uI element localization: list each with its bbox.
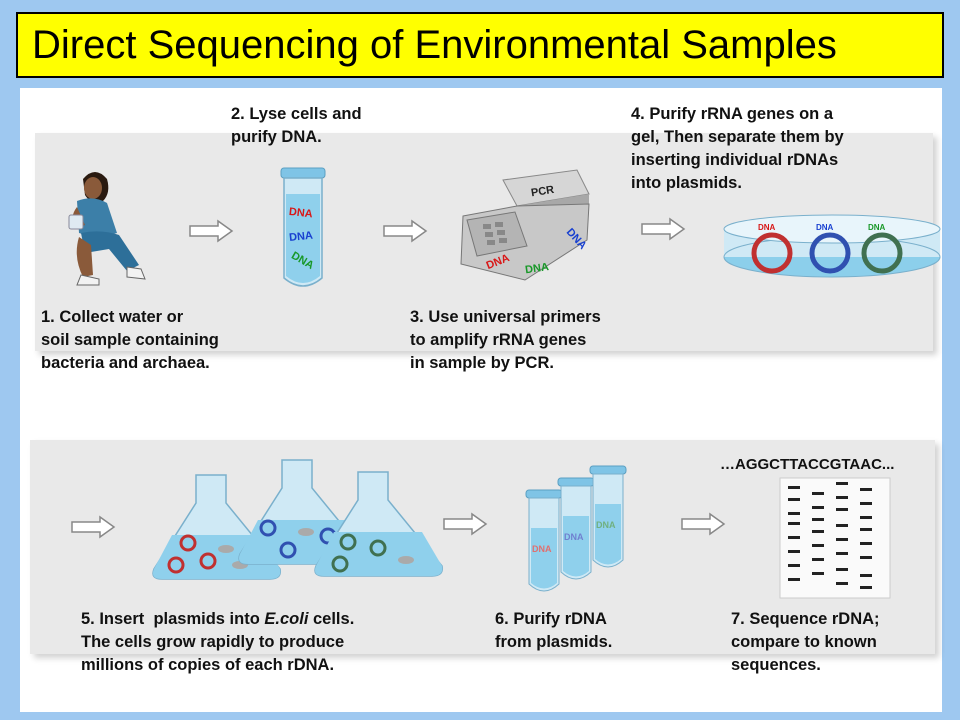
dna-label: DNA [532,544,552,554]
gel-band [812,518,824,521]
arrow-right-icon [383,219,428,243]
pcr-machine-icon: PCR DNA DNA DNA [460,169,590,281]
test-tube-icon: DNA DNA DNA [280,167,326,287]
gel-band [812,558,824,561]
dna-label: DNA [524,261,549,276]
page-title: Direct Sequencing of Environmental Sampl… [32,22,837,67]
gel-band [836,552,848,555]
gel-band [860,528,872,531]
gel-band [836,582,848,585]
gel-band [788,486,800,489]
dna-label: DNA [816,223,834,232]
arrow-right-icon [189,219,234,243]
sequence-text: …AGGCTTACCGTAAC... [720,456,895,473]
gel-band [812,572,824,575]
gel-band [788,536,800,539]
arrow-right-icon [71,515,116,539]
dna-label: DNA [564,532,584,542]
gel-band [812,492,824,495]
gel-band [836,538,848,541]
test-tube-icon: DNA [589,465,627,568]
step-2-label: 2. Lyse cells and purify DNA. [231,105,362,146]
gel-band [788,498,800,501]
step-5-text: cells. [308,610,355,628]
gel-band [812,506,824,509]
petri-dish-icon: DNA DNA DNA [723,214,941,278]
gel-band [836,482,848,485]
step-4-label: 4. Purify rRNA genes on a gel, Then sepa… [631,105,844,192]
step-1-label: 1. Collect water or soil sample containi… [41,308,219,372]
gel-band [788,550,800,553]
step-5-organism: E.coli [264,610,309,628]
gel-band [788,512,800,515]
gel-band [812,530,824,533]
step-5-text: 5. Insert plasmids into [81,610,265,628]
gel-band [860,502,872,505]
gel-band [860,488,872,491]
dna-label: DNA [758,223,776,232]
test-tube-icon: DNA [525,489,563,592]
test-tube-icon: DNA [557,477,595,580]
arrow-right-icon [443,512,488,536]
sequencing-gel-icon [779,477,891,599]
step-3-label: 3. Use universal primers to amplify rRNA… [410,308,601,372]
step-7-label: 7. Sequence rDNA; compare to known seque… [731,610,880,674]
title-bar: Direct Sequencing of Environmental Sampl… [16,12,944,78]
gel-band [836,524,848,527]
gel-band [836,508,848,511]
flask-icon [314,471,444,577]
gel-band [860,556,872,559]
dna-label: DNA [289,230,314,244]
arrow-right-icon [641,217,686,241]
gel-band [788,578,800,581]
gel-band [860,574,872,577]
gel-band [836,496,848,499]
person-collecting-sample-icon [68,172,146,286]
dna-label: DNA [288,206,313,220]
step-6-label: 6. Purify rDNA from plasmids. [495,610,613,651]
gel-band [836,568,848,571]
gel-band [812,544,824,547]
gel-band [860,542,872,545]
gel-band [860,586,872,589]
gel-band [788,522,800,525]
pcr-label: PCR [530,184,555,199]
gel-band [788,564,800,567]
step-5-text: The cells grow rapidly to produce millio… [81,633,345,674]
arrow-right-icon [681,512,726,536]
gel-band [860,516,872,519]
step-5-label: 5. Insert plasmids into E.coli cells. Th… [81,608,354,677]
dna-label: DNA [596,520,616,530]
diagram-area: DNA DNA DNA PCR DNA DNA DNA DNA DNA DNA [20,88,942,712]
dna-label: DNA [868,223,886,232]
